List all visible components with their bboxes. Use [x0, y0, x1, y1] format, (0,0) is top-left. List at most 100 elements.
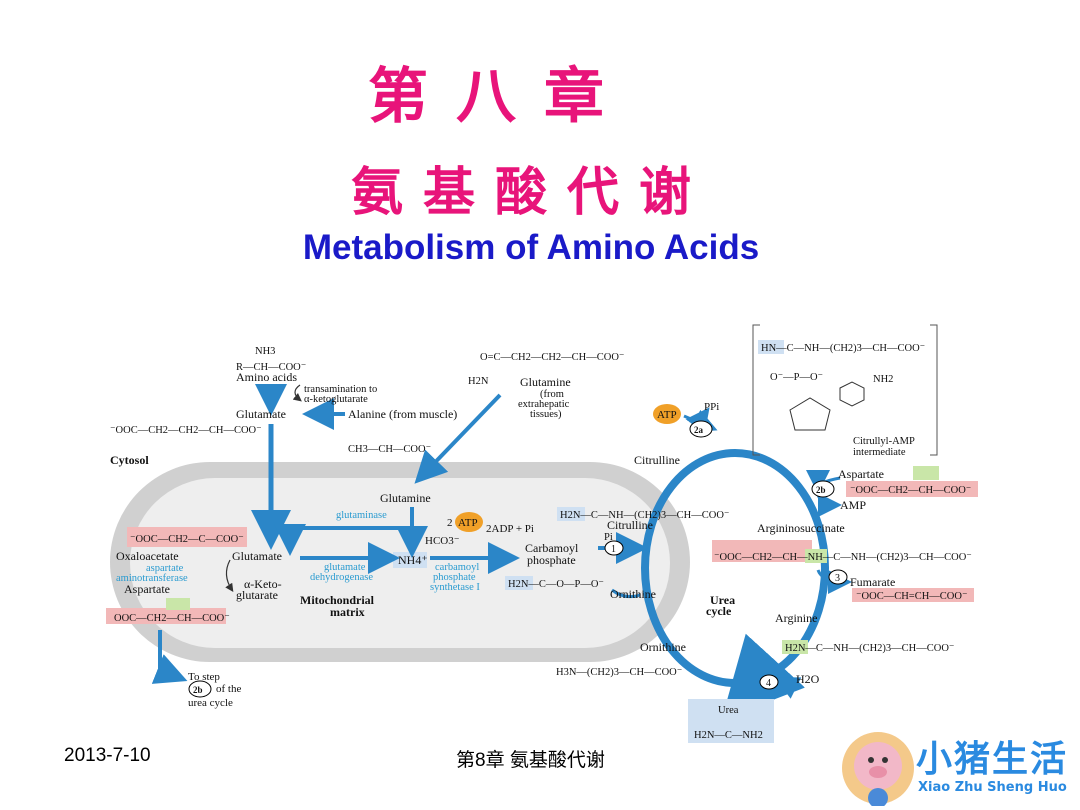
footer-chapter: 第8章 氨基酸代谢 [456, 750, 605, 771]
logo: 小猪生活 Xiao Zhu Sheng Huo [838, 726, 1074, 806]
step2a-marker [689, 420, 713, 438]
step2b-label: 2b [816, 485, 826, 495]
aspartate-mito: Aspartate [124, 582, 170, 596]
glutamate-top: Glutamate [236, 407, 286, 421]
urea-box [688, 699, 774, 743]
cps-1: carbamoyl [435, 562, 479, 573]
mito-matrix-1: Mitochondrial [300, 593, 375, 607]
citrulline-mito: Citrulline [607, 518, 653, 532]
glutamine-extra: extrahepatic [518, 399, 570, 410]
nh4-label: NH4⁺ [398, 553, 428, 567]
transamination-label: transamination to [304, 384, 377, 395]
glutamine-top-formula: O=C—CH2—CH2—CH—COO⁻ [480, 352, 625, 363]
aspartate-at-2: aminotransferase [116, 573, 188, 584]
carbamoyl-h2n-box [505, 576, 533, 590]
glutamine-top: Glutamine [520, 375, 571, 389]
ketoglutarate-label: α-ketoglutarate [304, 394, 368, 405]
glutamine-from: (from [540, 389, 564, 400]
cp-1: Carbamoyl [525, 541, 579, 555]
aspartate-nh3-box [166, 598, 190, 610]
aspartate-cycle: Aspartate [838, 467, 884, 481]
amino-formula: R—CH—COO⁻ [236, 362, 307, 373]
citrulline-h2n-box [557, 507, 585, 521]
footer-date: 2013-7-10 [64, 745, 151, 766]
glutamate-formula: ⁻OOC—CH2—CH2—CH—COO⁻ [110, 425, 262, 436]
aspartate-cycle-box [846, 481, 978, 497]
atp-circle-cycle [653, 404, 681, 424]
adenine-ring [839, 381, 865, 407]
gdh-1: glutamate [324, 562, 366, 573]
amino-nh3: NH3 [255, 346, 275, 357]
oxaloacetate-formula: ⁻OOC—CH2—C—COO⁻ [130, 534, 244, 545]
urea-formula: H2N—C—NH2 [694, 730, 763, 741]
chapter-subtitle-en: Metabolism of Amino Acids [302, 228, 760, 267]
urea-cycle-2: cycle [706, 604, 732, 618]
chapter-title: 第八章 [368, 62, 632, 132]
step3-marker [828, 569, 848, 585]
citrullyl-amp-2: intermediate [853, 447, 906, 458]
to-step-2b: 2b [193, 685, 203, 695]
oxaloacetate-label: Oxaloacetate [116, 549, 179, 563]
citrullyl-amp-1: Citrullyl-AMP [853, 436, 915, 447]
to-step-2b-marker [188, 680, 212, 698]
glutaminase-label: glutaminase [336, 510, 387, 521]
argsucc-formula: ⁻OOC—CH2—CH—NH—C—NH—(CH2)3—CH—COO⁻ [714, 552, 972, 563]
h2o-label: H2O [796, 672, 820, 686]
to-step-3: urea cycle [188, 697, 233, 709]
alanine-formula: CH3—CH—COO⁻ [348, 444, 432, 455]
fumarate-label: Fumarate [850, 575, 895, 589]
step4-label: 4 [766, 678, 771, 689]
aspartate-formula: OOC—CH2—CH—COO⁻ [114, 613, 230, 624]
mito-matrix-2: matrix [330, 605, 365, 619]
cp-2: phosphate [527, 553, 576, 567]
arrow-to-glutamate-mito [274, 524, 412, 556]
aspartate-at-1: aspartate [146, 563, 184, 574]
ppi-label: PPi [704, 401, 719, 413]
atp-mito-label: ATP [458, 517, 478, 529]
oxaloacetate-box [127, 527, 247, 547]
urea-label: Urea [718, 705, 739, 716]
arrow-aspartate-out [151, 630, 188, 684]
arginine-label: Arginine [775, 611, 817, 625]
argsucc-box [712, 540, 812, 562]
glutamine-mito: Glutamine [380, 491, 431, 505]
adp-label: 2ADP + Pi [486, 523, 534, 535]
amp-label: AMP [840, 498, 866, 512]
citrullyl-phos: O⁻—P—O⁻ [770, 372, 824, 383]
arginine-formula: H2N—C—NH—(CH2)3—CH—COO⁻ [785, 643, 955, 654]
ornithine-formula: H3N—(CH2)3—CH—COO⁻ [556, 667, 683, 678]
aspartate-cycle-formula: ⁻OOC—CH2—CH—COO⁻ [850, 485, 972, 496]
arrow-h2o [774, 676, 802, 699]
arginine-h2n-box [782, 640, 808, 654]
glutamate-mito: Glutamate [232, 549, 282, 563]
glutamine-h2n: H2N [468, 376, 489, 387]
atp-circle-mito [455, 512, 483, 532]
alpha-keto-1: α-Keto- [244, 577, 282, 591]
step2b-marker [811, 480, 835, 498]
step1-label: 1 [611, 544, 616, 555]
ornithine-cycle: Ornithine [640, 640, 686, 654]
citrulline-cycle: Citrulline [634, 453, 680, 467]
aspartate-box [106, 608, 226, 624]
cps-3: synthetase I [430, 582, 480, 593]
step3-label: 3 [835, 573, 840, 584]
argininosuccinate-label: Argininosuccinate [757, 521, 845, 535]
to-step-1: To step [188, 671, 220, 683]
ribose-ring [789, 397, 831, 431]
logo-cn: 小猪生活 [916, 739, 1069, 780]
citrullyl-formula: HN—C—NH—(CH2)3—CH—COO⁻ [761, 343, 926, 354]
chapter-subtitle-cn: 氨基酸代谢 [350, 162, 711, 223]
arrow-ornithine-in [611, 588, 641, 599]
citrullyl-nh2: NH2 [873, 374, 893, 385]
pig-mascot-icon [842, 732, 914, 806]
argsucc-nh-box [805, 549, 827, 563]
citrulline-formula: H2N—C—NH—(CH2)3—CH—COO⁻ [560, 510, 730, 521]
cytosol-label: Cytosol [110, 453, 149, 467]
glutamine-tissues: tissues) [530, 409, 562, 420]
step1-marker [604, 540, 624, 556]
arrow-keto [225, 559, 234, 592]
alanine-label: Alanine (from muscle) [348, 407, 457, 421]
arrow-ppi [685, 407, 710, 434]
to-step-2: of the [216, 683, 241, 695]
